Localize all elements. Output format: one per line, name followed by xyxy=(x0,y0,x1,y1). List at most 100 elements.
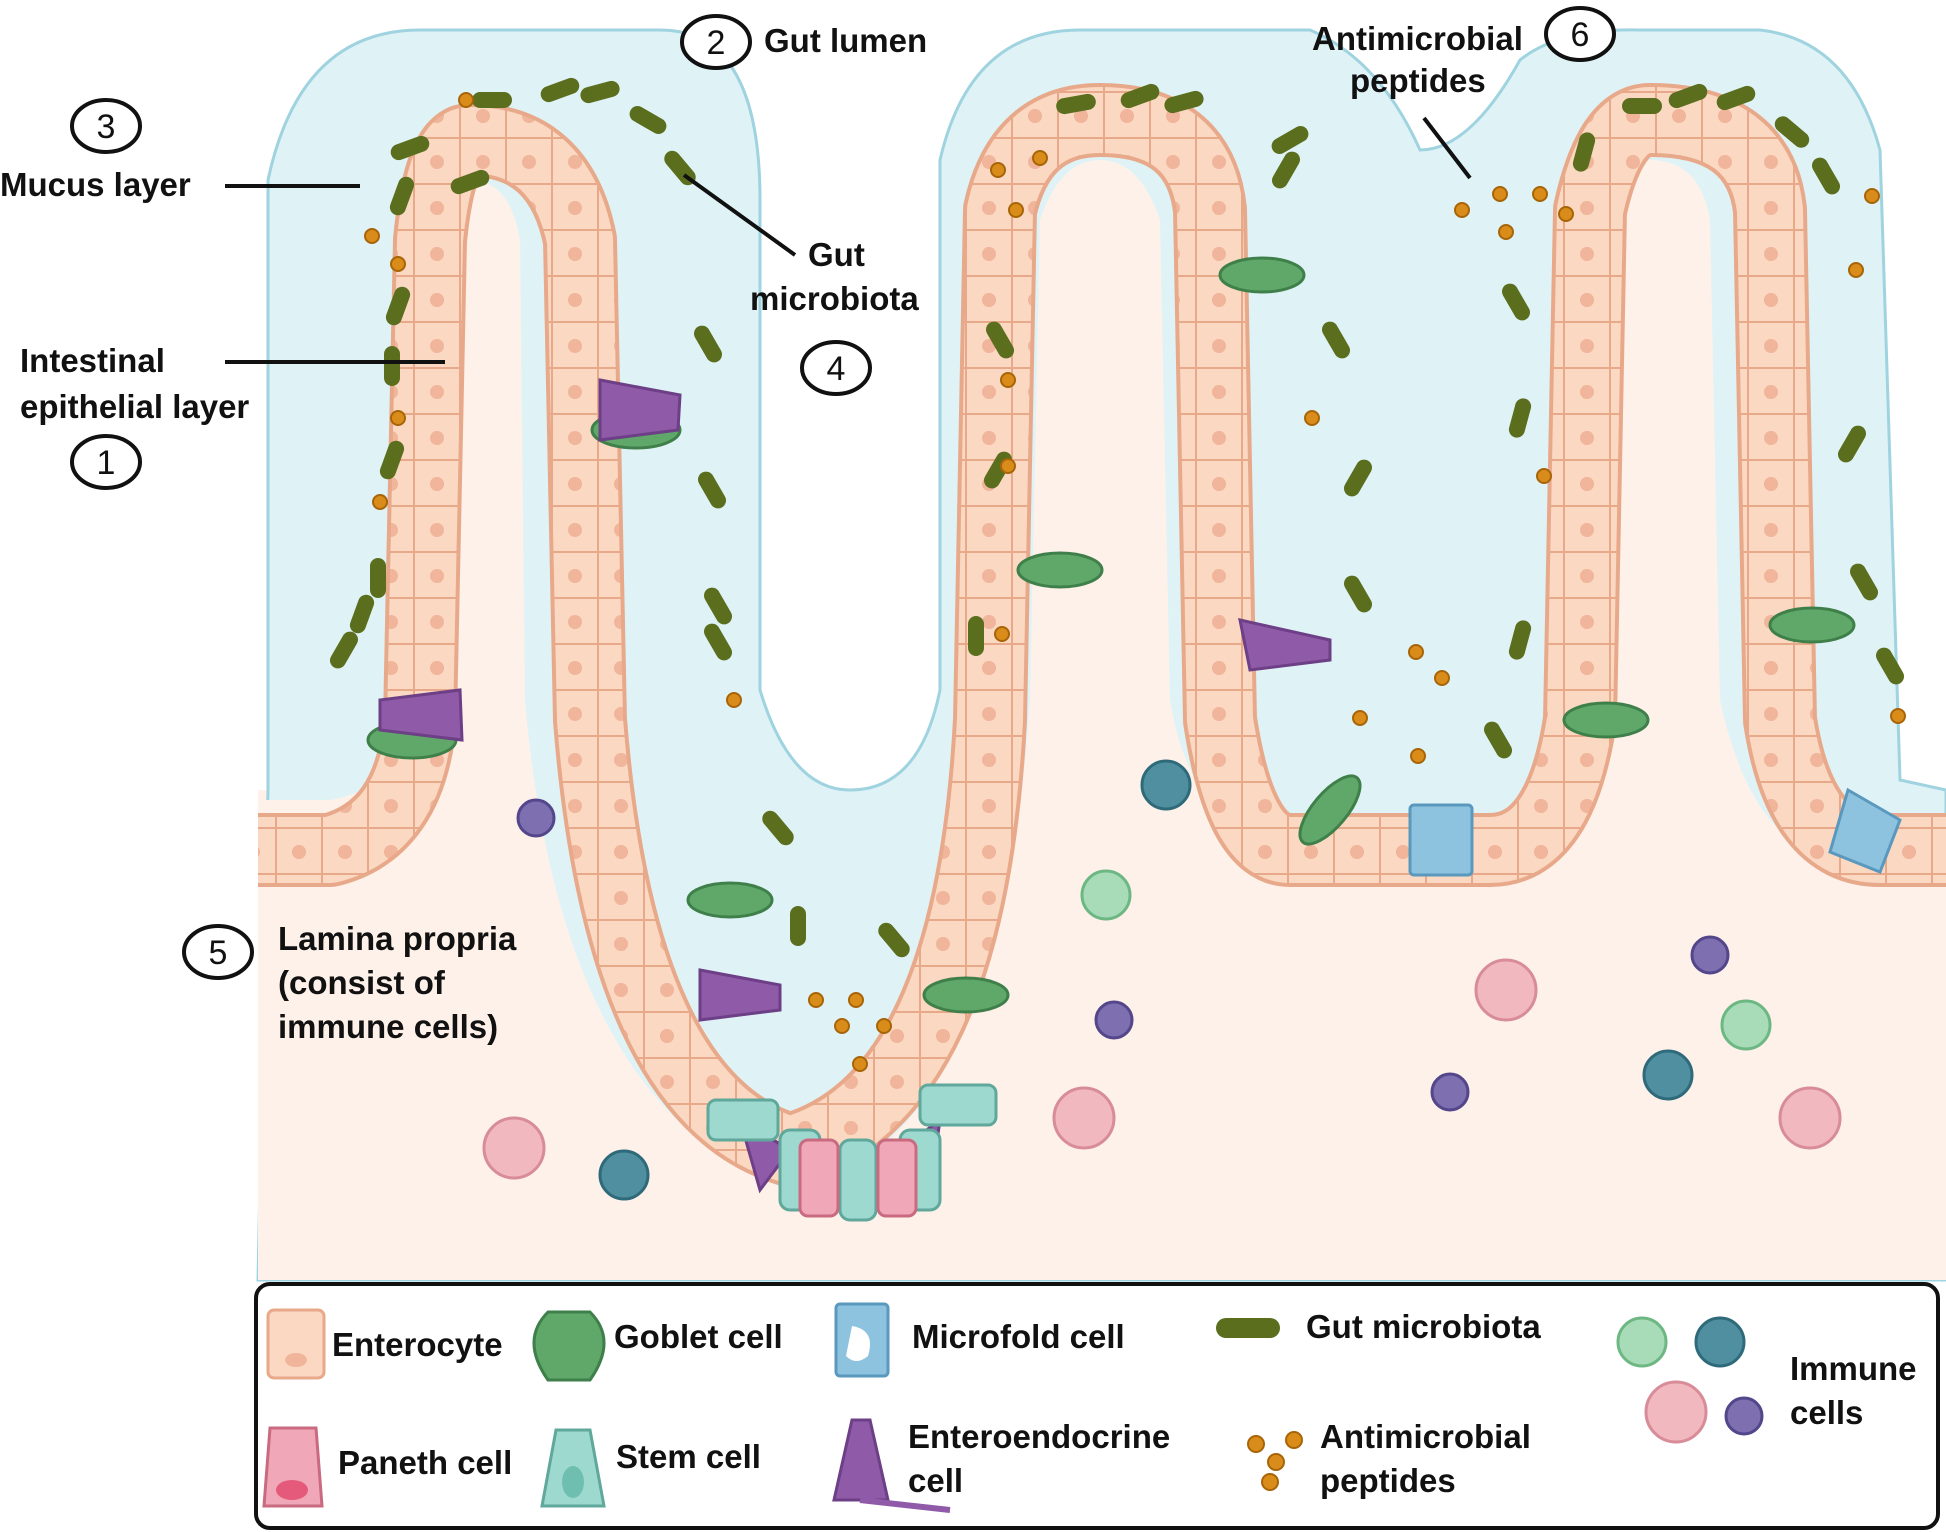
microbiota-rod xyxy=(1622,98,1662,114)
antimicrobial-peptide xyxy=(994,626,1010,642)
microfold-cells xyxy=(1408,787,1902,877)
microbiota-rod xyxy=(1056,93,1096,115)
microbiota-rod xyxy=(1164,90,1204,114)
microbiota-rod xyxy=(1812,157,1840,195)
label-lamina-3: immune cells) xyxy=(278,1008,498,1045)
antimicrobial-peptides xyxy=(364,92,1906,1072)
label-lamina-2: (consist of xyxy=(278,964,446,1001)
microbiota-rod xyxy=(1716,85,1756,111)
microbiota-rod xyxy=(1774,116,1810,148)
legend-microbiota: Gut microbiota xyxy=(1306,1308,1541,1345)
microbiota-rod xyxy=(580,80,620,104)
microbiota-rod xyxy=(389,176,415,216)
microbiota-rod xyxy=(704,623,732,661)
antimicrobial-peptide xyxy=(372,494,388,510)
legend-enteroendocrine-2: cell xyxy=(908,1462,963,1499)
microbiota-rod xyxy=(1876,647,1904,685)
antimicrobial-peptide xyxy=(1558,206,1574,222)
microbiota-rod xyxy=(385,286,411,326)
antimicrobial-peptide xyxy=(1000,372,1016,388)
antimicrobial-peptide xyxy=(1890,708,1906,724)
antimicrobial-peptide xyxy=(852,1056,868,1072)
label-gut-microbiota-2: microbiota xyxy=(750,280,919,317)
microbiota-rod xyxy=(1572,132,1596,172)
legend-amp-1: Antimicrobial xyxy=(1320,1418,1531,1455)
crypt-base xyxy=(706,1083,998,1222)
label-mucus-layer: Mucus layer xyxy=(0,166,191,203)
legend-immune-1: Immune xyxy=(1790,1350,1917,1387)
antimicrobial-peptide xyxy=(364,228,380,244)
antimicrobial-peptide xyxy=(1352,710,1368,726)
microbiota-rod xyxy=(1838,425,1866,463)
microbiota-rod xyxy=(694,325,722,363)
enterocyte-icon xyxy=(266,1308,326,1380)
antimicrobial-peptide xyxy=(848,992,864,1008)
microbiota-rod xyxy=(540,77,580,103)
number-markers xyxy=(70,6,1616,980)
legend-enterocyte: Enterocyte xyxy=(332,1326,503,1363)
microbiota-rod xyxy=(1502,283,1530,321)
intestinal-epithelium xyxy=(258,83,1946,1187)
antimicrobial-peptide xyxy=(1532,186,1548,202)
marker-1: 1 xyxy=(97,444,116,482)
microbiota-rod xyxy=(968,616,984,656)
antimicrobial-peptide xyxy=(1434,670,1450,686)
microbiota-rod xyxy=(390,135,430,161)
enteroendocrine-cell-icon xyxy=(832,1418,951,1513)
antimicrobial-peptide xyxy=(1498,224,1514,240)
microfold-cell-icon xyxy=(834,1302,890,1378)
marker-6: 6 xyxy=(1571,16,1590,54)
microbiota-rod xyxy=(1508,620,1532,660)
legend-immune-2: cells xyxy=(1790,1394,1863,1431)
legend-amp-2: peptides xyxy=(1320,1462,1456,1499)
antimicrobial-peptide xyxy=(876,1018,892,1034)
immune-cells xyxy=(482,759,1842,1201)
label-gut-lumen: Gut lumen xyxy=(764,22,927,59)
antimicrobial-peptide-icon xyxy=(1247,1431,1303,1491)
antimicrobial-peptide xyxy=(390,410,406,426)
legend: Enterocyte Goblet cell Microfold cell Gu… xyxy=(254,1282,1940,1530)
legend-goblet: Goblet cell xyxy=(614,1318,783,1355)
antimicrobial-peptide xyxy=(390,256,406,272)
antimicrobial-peptide xyxy=(834,1018,850,1034)
microbiota-rod xyxy=(349,594,375,634)
microbiota-icon xyxy=(1216,1318,1280,1338)
antimicrobial-peptide xyxy=(1492,186,1508,202)
microbiota-rod xyxy=(472,92,512,108)
antimicrobial-peptide xyxy=(1536,468,1552,484)
immune-cell-icon xyxy=(1616,1316,1764,1444)
microbiota-rod xyxy=(1484,721,1512,759)
antimicrobial-peptide xyxy=(726,692,742,708)
microbiota-rod xyxy=(330,631,358,669)
microbiota-rod xyxy=(1668,83,1708,109)
microbiota-rod xyxy=(1322,321,1350,359)
microbiota-rod xyxy=(698,471,726,509)
legend-enteroendocrine-1: Enteroendocrine xyxy=(908,1418,1170,1455)
label-gut-microbiota-1: Gut xyxy=(808,236,865,273)
microbiota-rod xyxy=(1272,151,1300,189)
antimicrobial-peptide xyxy=(1000,458,1016,474)
antimicrobial-peptide xyxy=(1410,748,1426,764)
antimicrobial-peptide xyxy=(1008,202,1024,218)
marker-3: 3 xyxy=(97,108,116,146)
legend-stem: Stem cell xyxy=(616,1438,761,1475)
label-lamina-1: Lamina propria xyxy=(278,920,517,957)
marker-2: 2 xyxy=(707,24,726,62)
legend-microfold: Microfold cell xyxy=(912,1318,1125,1355)
stem-cell-icon xyxy=(540,1428,606,1508)
microbiota-rod xyxy=(1271,126,1309,154)
microbiota-rod xyxy=(1344,459,1372,497)
antimicrobial-peptide xyxy=(808,992,824,1008)
label-epithelial-1: Intestinal xyxy=(20,342,165,379)
label-amp-1: Antimicrobial xyxy=(1312,20,1523,57)
paneth-cell-icon xyxy=(262,1426,324,1508)
antimicrobial-peptide xyxy=(1408,644,1424,660)
antimicrobial-peptide xyxy=(458,92,474,108)
marker-5: 5 xyxy=(209,934,228,972)
microbiota-rod xyxy=(986,321,1014,359)
microbiota-rod xyxy=(1344,575,1372,613)
microbiota-rod xyxy=(384,346,400,386)
antimicrobial-peptide xyxy=(1848,262,1864,278)
label-amp-2: peptides xyxy=(1350,62,1486,99)
marker-4: 4 xyxy=(827,350,846,388)
